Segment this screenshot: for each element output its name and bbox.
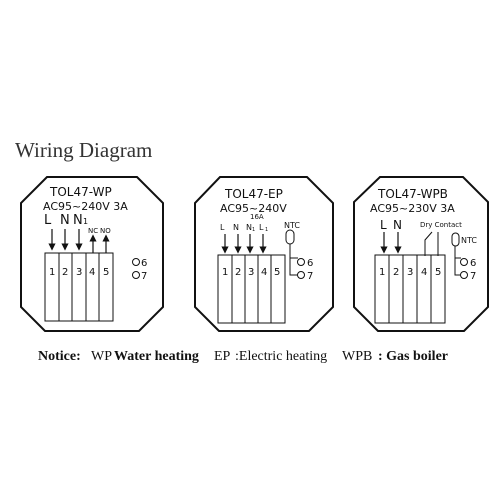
device-wp-label-nc: NC xyxy=(88,227,98,235)
device-ep-ntc-wire xyxy=(289,244,298,276)
device-ep-terminal-7: 7 xyxy=(307,271,313,282)
device-wp-terminal-3: 3 xyxy=(76,267,82,278)
notice-wp-code: WP xyxy=(91,349,112,364)
device-ep-terminal-4: 4 xyxy=(261,267,267,278)
device-ep-label-l1: L xyxy=(259,223,264,232)
device-wp-rating: AC95~240V 3A xyxy=(43,200,128,213)
device-wpb-terminal-6-circle xyxy=(460,258,468,266)
notice-wpb-text: : Gas boiler xyxy=(378,349,448,364)
device-wpb-model: TOL47-WPB xyxy=(377,187,448,201)
device-wp-model: TOL47-WP xyxy=(49,185,112,199)
notice-wp-text: Water heating xyxy=(114,349,199,364)
device-wpb-terminal-7: 7 xyxy=(470,271,476,282)
device-wp-terminal-block xyxy=(44,252,114,322)
device-wpb-terminal-6: 6 xyxy=(470,258,476,269)
device-wp-terminal-6-circle xyxy=(132,258,140,266)
device-ep-outline xyxy=(194,176,334,332)
device-wp-terminal-4: 4 xyxy=(89,267,95,278)
device-wpb-ntc-wire xyxy=(454,246,461,276)
device-wpb-terminal-1: 1 xyxy=(379,267,385,278)
notice-ep-text: :Electric heating xyxy=(235,349,328,364)
device-ep: TOL47-EP AC95~240V 16A L N N 1 L 1 NTC 1… xyxy=(194,176,334,332)
device-ep-label-n1-sub: 1 xyxy=(252,227,255,233)
device-wp-label-n1: N xyxy=(73,213,83,228)
device-ep-terminal-6: 6 xyxy=(307,258,313,269)
device-wpb-outline xyxy=(353,176,489,332)
device-wp-label-n1-sub: 1 xyxy=(83,217,88,226)
device-ep-label-n1: N xyxy=(246,223,252,232)
device-wpb-label-n: N xyxy=(393,218,402,232)
device-wp: TOL47-WP AC95~240V 3A L N N 1 NC NO 1 2 … xyxy=(20,176,164,332)
device-wpb-dry-contact-switch xyxy=(424,231,439,256)
device-wp-label-n: N xyxy=(60,213,70,228)
device-ep-terminal-6-circle xyxy=(297,258,305,266)
device-wpb-terminal-5: 5 xyxy=(435,267,441,278)
device-wp-label-no: NO xyxy=(100,227,111,235)
device-wpb-rating: AC95~230V 3A xyxy=(370,202,455,215)
notice-ep-code: EP xyxy=(214,349,231,364)
device-ep-label-l: L xyxy=(220,223,225,232)
device-ep-terminal-7-circle xyxy=(297,271,305,279)
notice-wpb-code: WPB xyxy=(342,349,373,364)
device-wp-terminal-7-circle xyxy=(132,271,140,279)
device-ep-label-n: N xyxy=(233,223,239,232)
notice-lead: Notice: xyxy=(38,349,81,364)
device-wpb-label-l: L xyxy=(380,218,387,232)
device-wp-terminal-7: 7 xyxy=(141,271,147,282)
device-ep-sensor-label: NTC xyxy=(284,221,300,230)
device-wpb-dry-contact: Dry Contact xyxy=(420,221,462,229)
device-wpb-terminal-block xyxy=(374,254,446,324)
device-ep-terminal-1: 1 xyxy=(222,267,228,278)
device-wpb-terminal-2: 2 xyxy=(393,267,399,278)
device-wpb-terminal-3: 3 xyxy=(407,267,413,278)
device-wpb-terminal-4: 4 xyxy=(421,267,427,278)
device-wpb-terminal-7-circle xyxy=(460,271,468,279)
device-wp-terminal-6: 6 xyxy=(141,258,147,269)
device-ep-model: TOL47-EP xyxy=(224,187,283,201)
device-wpb-ntc-sensor xyxy=(451,232,460,247)
device-ep-rating: AC95~240V xyxy=(220,202,287,215)
device-ep-terminal-block xyxy=(217,254,286,324)
diagram-title: Wiring Diagram xyxy=(15,138,153,162)
device-ep-ntc-sensor xyxy=(285,229,295,245)
device-ep-current: 16A xyxy=(250,213,264,221)
device-wp-terminal-5: 5 xyxy=(103,267,109,278)
device-ep-terminal-2: 2 xyxy=(235,267,241,278)
device-wpb: TOL47-WPB AC95~230V 3A L N Dry Contact N… xyxy=(353,176,489,332)
device-wp-terminal-1: 1 xyxy=(49,267,55,278)
device-wp-outline xyxy=(20,176,164,332)
device-wp-label-l: L xyxy=(44,213,52,228)
device-ep-terminal-3: 3 xyxy=(248,267,254,278)
device-ep-terminal-5: 5 xyxy=(274,267,280,278)
device-wp-terminal-2: 2 xyxy=(62,267,68,278)
device-wpb-sensor-label: NTC xyxy=(461,236,477,245)
device-ep-label-l1-sub: 1 xyxy=(265,227,268,233)
